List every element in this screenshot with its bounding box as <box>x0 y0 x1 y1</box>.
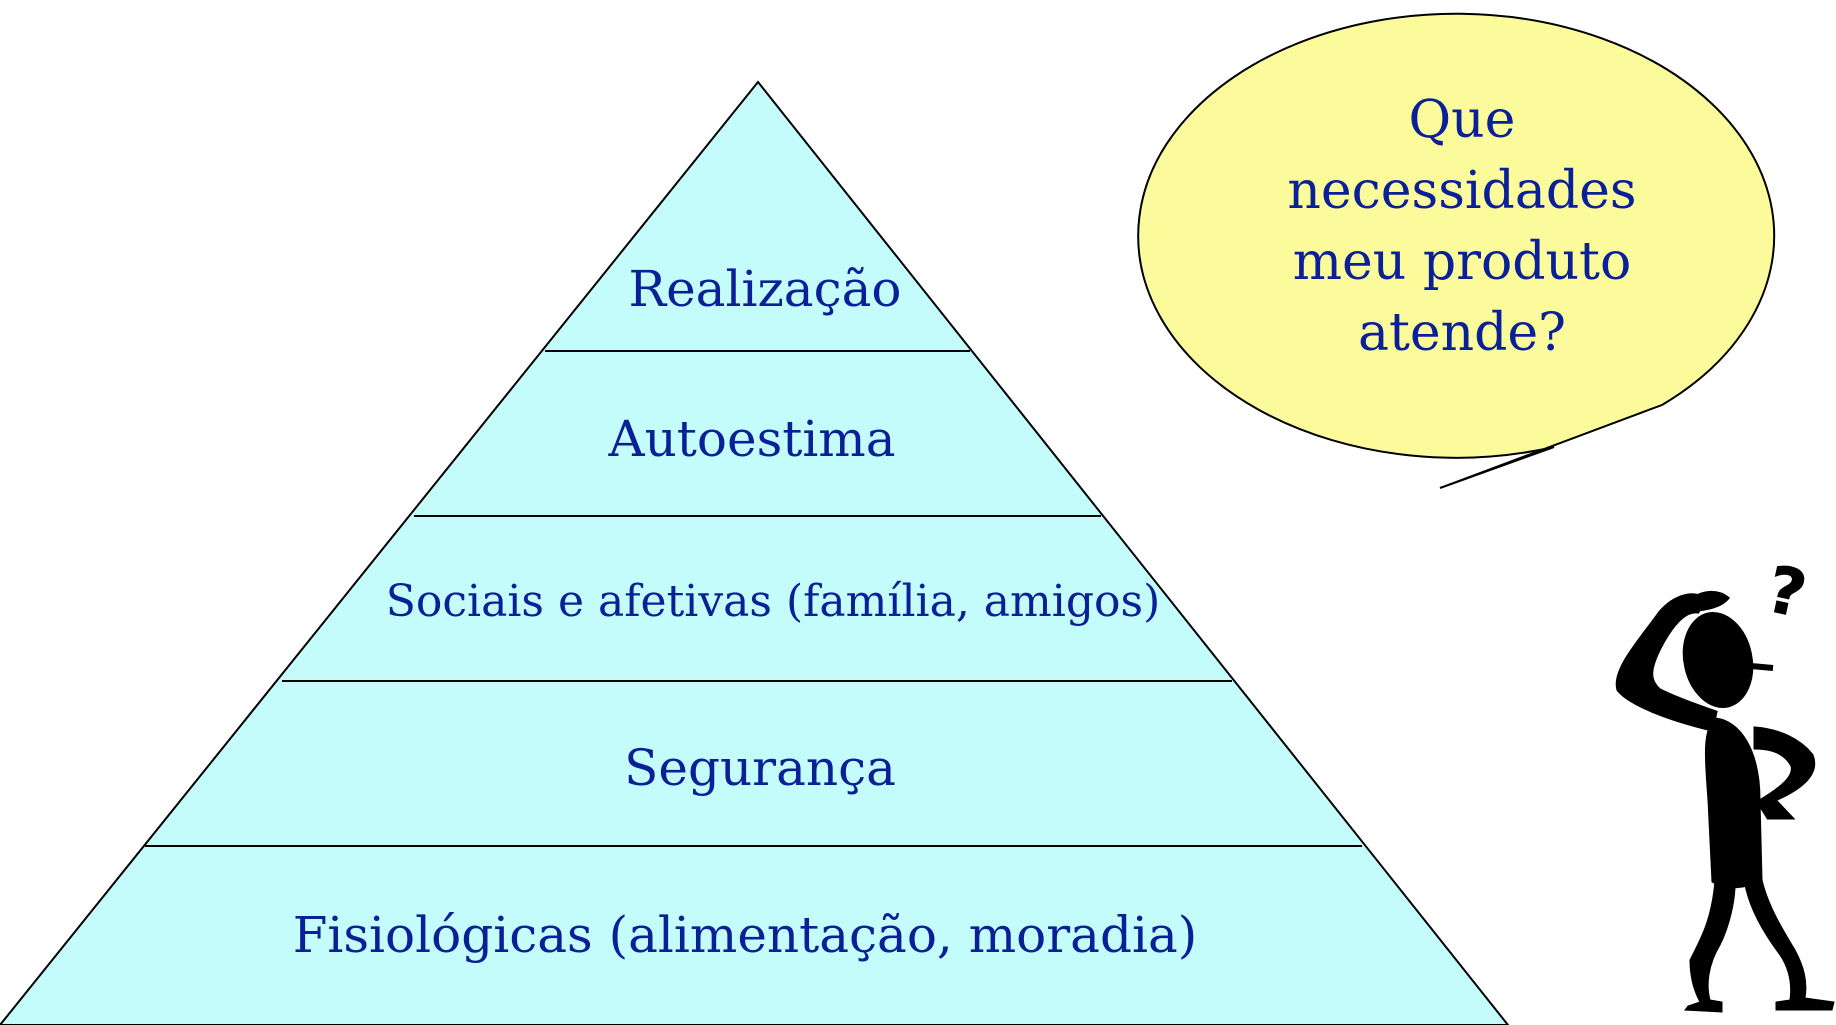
figure-head <box>1682 612 1754 708</box>
tier-fisiologicas-label: Fisiológicas (alimentação, moradia) <box>293 906 1198 964</box>
bubble-line-3: meu produto <box>1293 232 1632 292</box>
pyramid-body <box>0 80 1510 1025</box>
figure-right-arm <box>1753 726 1816 820</box>
figure-nose <box>1739 662 1774 671</box>
tier-autoestima-label: Autoestima <box>607 410 895 468</box>
bubble-line-1: Que <box>1409 90 1516 150</box>
figure-left-leg <box>1684 879 1736 1013</box>
question-mark-icon: ? <box>1761 553 1813 633</box>
tier-sociais-label: Sociais e afetivas (família, amigos) <box>386 576 1160 627</box>
tier-realizacao-label: Realização <box>628 260 901 318</box>
speech-bubble-shape <box>1137 12 1776 489</box>
tier-seguranca-label: Segurança <box>624 739 896 797</box>
figure-torso <box>1704 717 1763 889</box>
bubble-line-2: necessidades <box>1287 161 1636 221</box>
thinking-person-icon: ? <box>1615 552 1835 1013</box>
figure-hand <box>1688 591 1731 612</box>
speech-bubble: Que necessidades meu produto atende? <box>1137 12 1776 489</box>
bubble-line-4: atende? <box>1358 303 1566 363</box>
figure-right-leg <box>1744 879 1835 1011</box>
pyramid: Realização Autoestima Sociais e afetivas… <box>0 80 1510 1025</box>
